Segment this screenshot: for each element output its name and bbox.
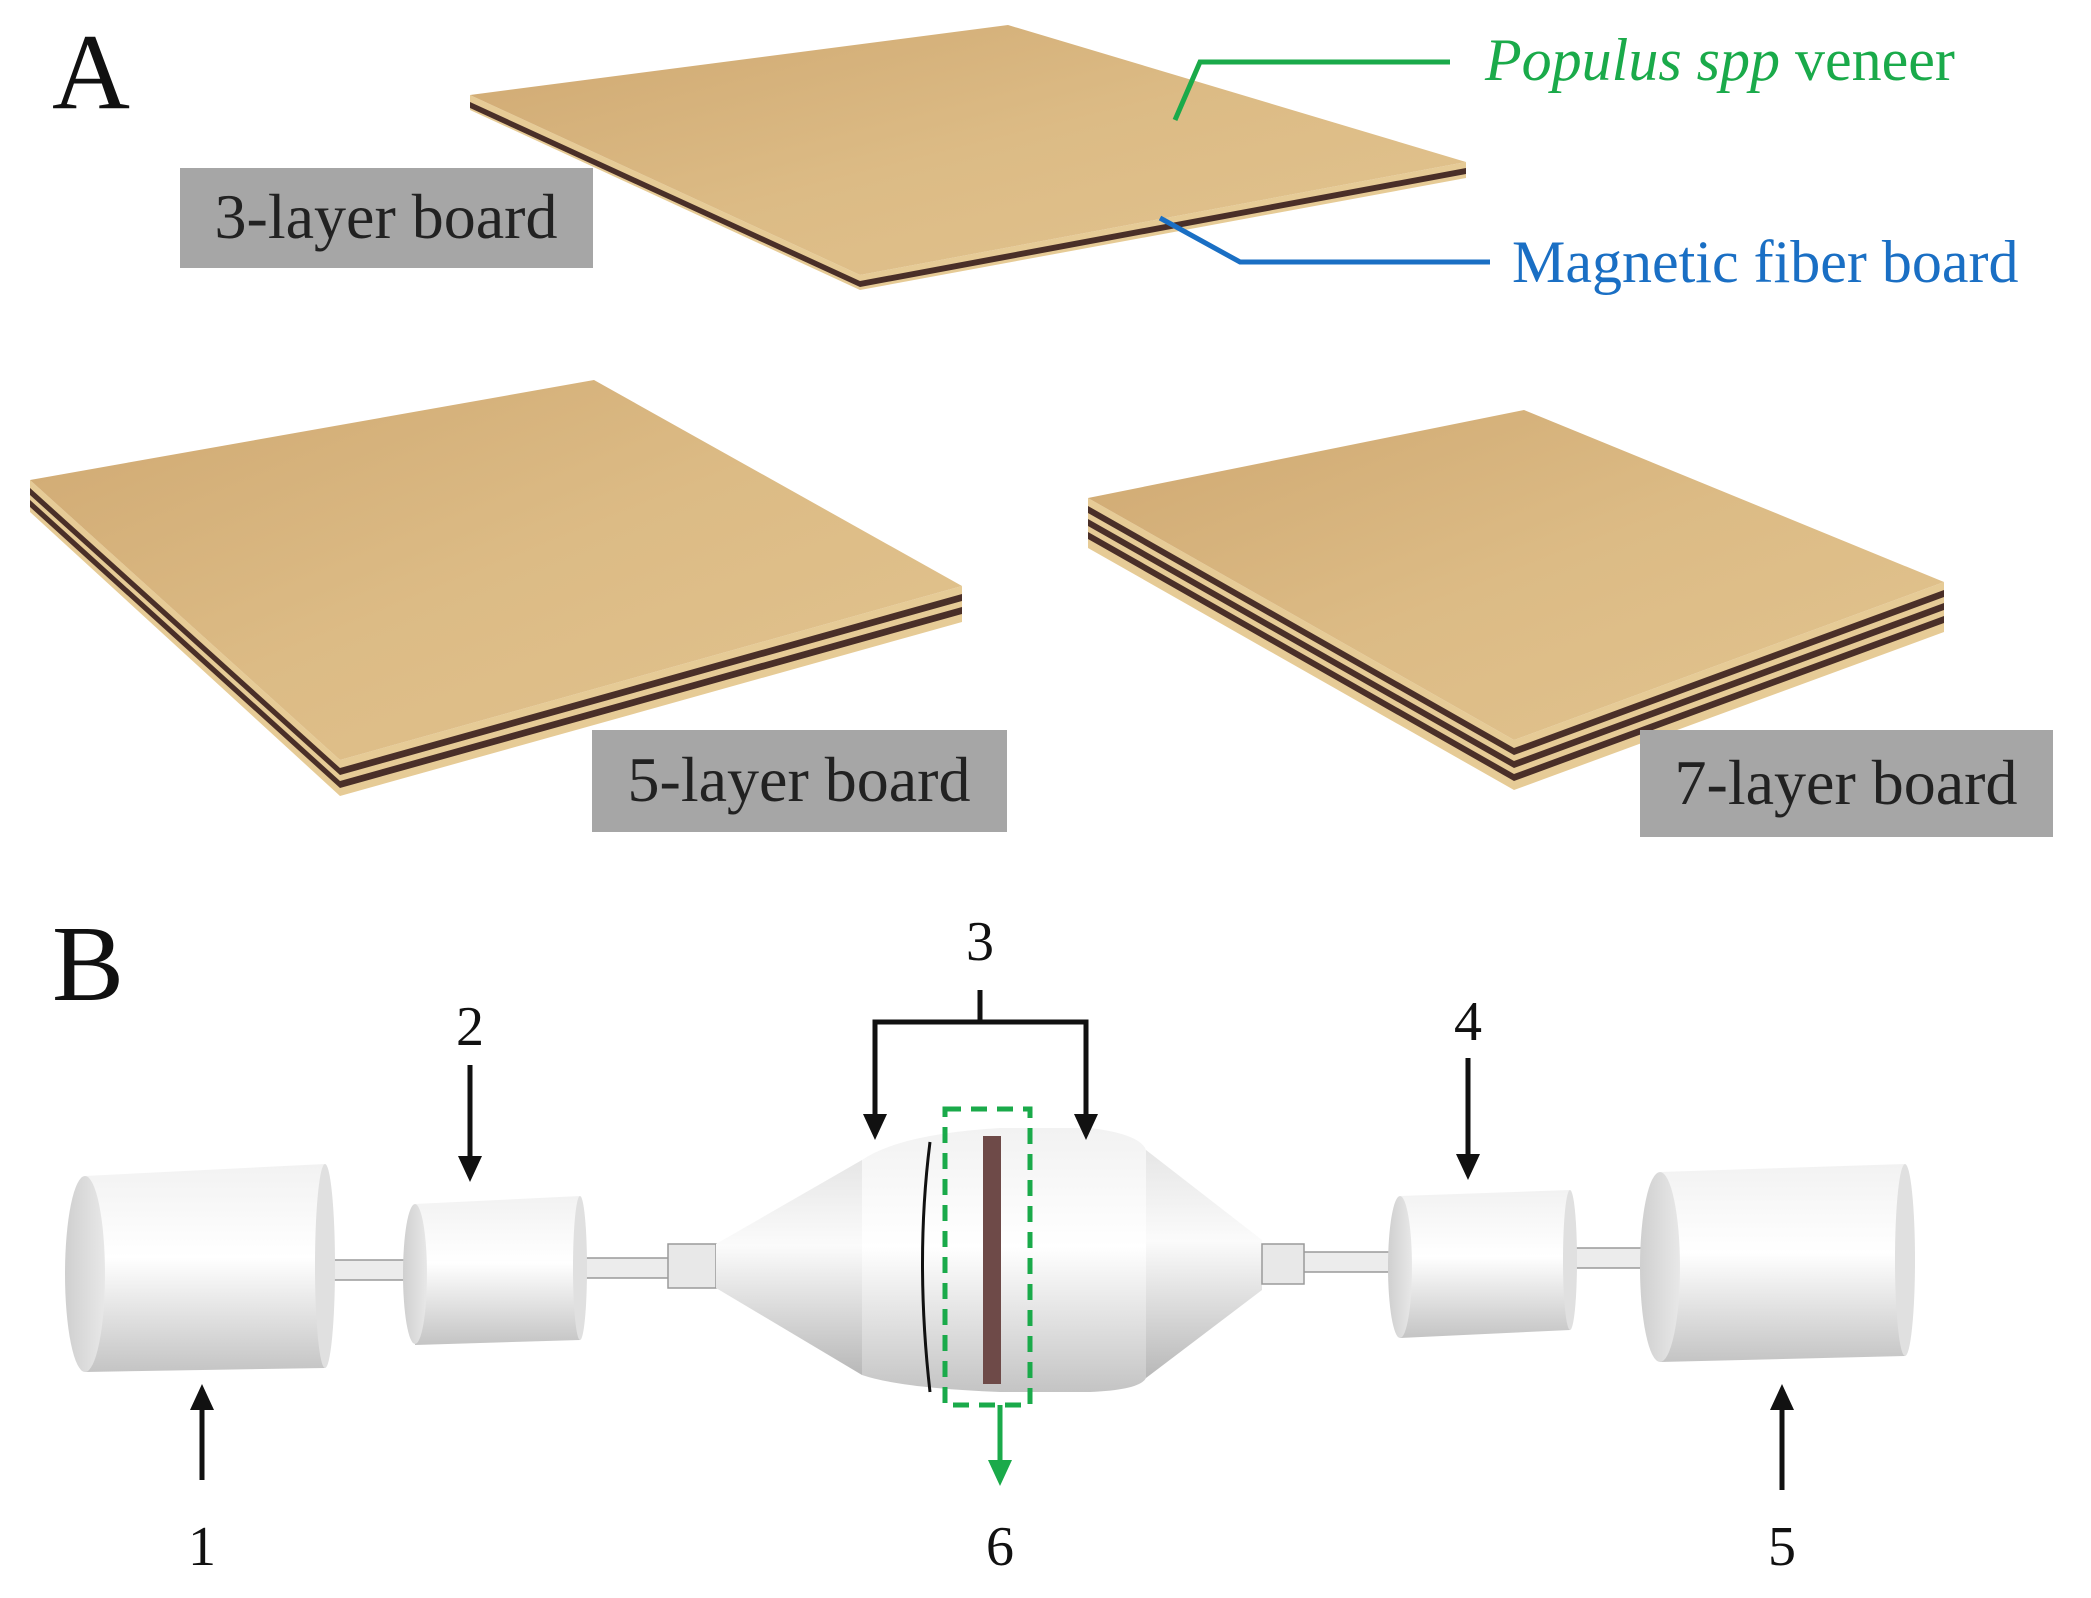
coupler-left	[667, 1243, 717, 1289]
veneer-callout-italic: Populus spp	[1484, 27, 1780, 93]
bracket-3-head-right	[1074, 1114, 1098, 1140]
bracket-3-head-left	[863, 1114, 887, 1140]
label-2: 2	[456, 996, 484, 1058]
cylinder-1	[65, 1164, 335, 1372]
arrow-4-head	[1456, 1154, 1480, 1180]
three-layer-board	[470, 25, 1466, 290]
panel-letter-a: A	[52, 13, 130, 132]
magnetic-callout: Magnetic fiber board	[1512, 229, 2018, 295]
drum-rim-line	[921, 1141, 932, 1393]
arrow-5-head	[1770, 1384, 1794, 1410]
veneer-callout: Populus spp veneer	[1484, 27, 1955, 93]
cylinder-4	[1388, 1190, 1577, 1338]
five-layer-board-dark-layer-2	[30, 500, 962, 788]
coupler-right	[1261, 1243, 1305, 1285]
five-layer-board-dark-layer-1	[30, 488, 962, 775]
three-layer-board-edge-front	[470, 95, 1466, 290]
five-layer-board	[30, 380, 962, 796]
three-layer-board-top	[470, 25, 1466, 275]
shaft-2-3	[579, 1257, 681, 1279]
cone-left	[716, 1160, 862, 1375]
seven-layer-label: 7-layer board	[1675, 747, 2018, 818]
shaft-3-4	[1299, 1251, 1401, 1273]
highlight-box	[942, 1106, 1033, 1408]
arrow-6-head	[988, 1460, 1012, 1486]
cone-right	[1146, 1150, 1262, 1378]
seven-layer-board	[1088, 410, 1944, 790]
arrow-2-head	[458, 1156, 482, 1182]
seven-layer-board-top	[1088, 410, 1944, 740]
bracket-3	[872, 1019, 1089, 1120]
drum-body	[862, 1128, 1146, 1392]
label-5: 5	[1768, 1516, 1796, 1578]
five-layer-board-top	[30, 380, 962, 760]
cylinder-2	[403, 1196, 587, 1345]
label-6: 6	[986, 1516, 1014, 1578]
panel-letter-b: B	[52, 905, 124, 1024]
five-layer-label: 5-layer board	[628, 744, 971, 815]
veneer-callout-text: veneer	[1780, 27, 1955, 93]
arrow-1-head	[190, 1384, 214, 1410]
seven-layer-label-box	[1640, 730, 2053, 837]
three-layer-label: 3-layer board	[215, 181, 558, 252]
label-1: 1	[188, 1516, 216, 1578]
three-layer-label-box	[180, 168, 593, 268]
five-layer-label-box	[592, 730, 1007, 832]
shaft-1-2	[324, 1259, 416, 1281]
label-4: 4	[1454, 991, 1482, 1053]
three-layer-board-dark-layer	[470, 102, 1466, 287]
cylinder-5	[1640, 1164, 1915, 1362]
veneer-callout-line	[1172, 59, 1450, 121]
magnetic-band	[983, 1136, 1001, 1384]
magnetic-callout-line	[1158, 215, 1490, 265]
cylinder-3-assembly	[667, 1106, 1305, 1408]
label-3: 3	[966, 911, 994, 973]
seven-layer-board-edge	[1088, 498, 1944, 790]
